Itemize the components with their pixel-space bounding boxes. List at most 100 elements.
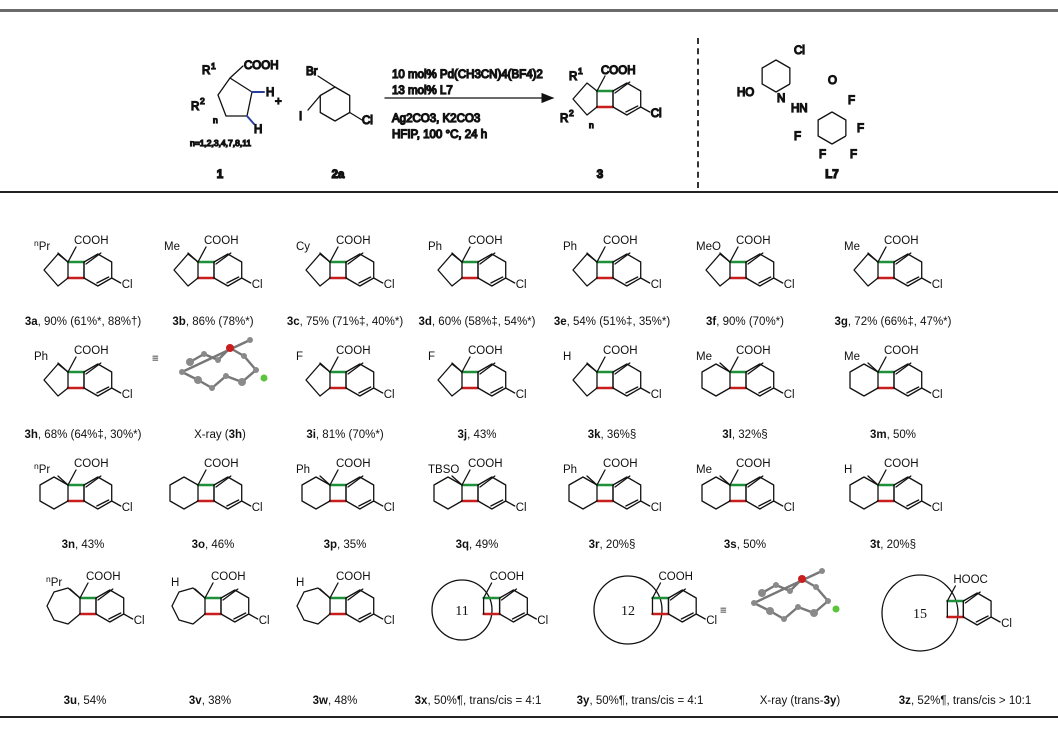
fused-aliphatic-ring — [701, 476, 731, 510]
bond — [867, 252, 879, 263]
compound-yield: , 72% (66%‡, 47%*) — [848, 316, 952, 328]
bond — [461, 246, 471, 263]
compound-yield: , 68% (64%‡, 30%*) — [38, 429, 142, 441]
bond — [451, 475, 463, 486]
bond — [758, 499, 772, 507]
compound-id: 3o — [192, 539, 205, 551]
structure-3v: Cl — [203, 588, 270, 627]
compound-caption-3e: 3e, 54% (51%‡, 35%*) — [554, 316, 671, 328]
xray-atom — [253, 367, 259, 373]
chlorine-label: Cl — [651, 502, 662, 514]
bond — [317, 75, 336, 88]
carboxyl-label: COOH — [204, 235, 239, 247]
compound-1-label: 1 — [217, 169, 224, 181]
ligand-label: L7 — [825, 169, 838, 181]
chlorine-label: Cl — [362, 115, 373, 127]
carboxyl-label: COOH — [468, 345, 503, 357]
substituent-label: Ph — [563, 464, 577, 476]
ring-size-label: 11 — [455, 604, 468, 619]
dashed-divider — [697, 38, 699, 188]
bond — [319, 362, 331, 373]
middle-rule — [0, 191, 1058, 193]
structure-3u: Cl — [78, 588, 145, 627]
fused-aliphatic-ring — [572, 82, 598, 116]
compound-id: 3x — [415, 695, 428, 707]
bond — [505, 277, 516, 284]
fused-aliphatic-ring — [433, 476, 463, 510]
compound-id: 3f — [706, 316, 716, 328]
bond — [373, 387, 384, 394]
structure-3s: Cl — [728, 475, 795, 514]
benzene-ring — [477, 476, 507, 510]
benzene-ring — [213, 476, 243, 510]
compound-id: 3u — [64, 695, 77, 707]
bond — [719, 475, 731, 486]
equivalence-sign: ≡ — [152, 353, 159, 365]
compound-caption-3g: 3g, 72% (66%‡, 47%*) — [835, 316, 952, 328]
carboxyl-label: COOH — [204, 458, 239, 470]
substituent-label: F — [296, 351, 303, 363]
chlorine-label: Cl — [516, 389, 527, 401]
bond — [57, 252, 69, 263]
xray-atom — [186, 358, 194, 366]
xray-chlorine-atom — [260, 374, 268, 382]
compound-caption-3q: 3q, 49% — [456, 539, 499, 551]
compound-yield: , 54% (51%‡, 35%*) — [567, 316, 671, 328]
bond — [946, 585, 957, 602]
bond — [906, 386, 920, 394]
bond — [614, 81, 631, 94]
bond — [758, 276, 772, 284]
xray-atom — [813, 584, 819, 590]
fused-aliphatic-ring — [849, 476, 879, 510]
structure-3l: Cl — [728, 362, 795, 401]
xray-atom — [825, 598, 831, 604]
substituent-label: Cy — [296, 241, 310, 253]
bond — [680, 612, 694, 620]
bond — [921, 387, 932, 394]
bond — [461, 469, 471, 486]
carboxyl-label: COOH — [74, 458, 109, 470]
bond — [921, 277, 932, 284]
compound-2a-label: 2a — [332, 169, 345, 181]
chlorine-label: Cl — [384, 279, 395, 291]
benzene-ring — [893, 476, 923, 510]
bond — [719, 362, 731, 373]
xray-bond — [210, 374, 228, 390]
carboxyl-label: COOH — [603, 458, 638, 470]
condition-solvent: HFIP, 100 °C, 24 h — [392, 129, 487, 141]
benzene-ring — [498, 589, 528, 623]
fluorine-label: F — [848, 95, 855, 107]
bond — [500, 588, 518, 601]
substituent-label: Me — [844, 241, 860, 253]
bond — [97, 588, 114, 601]
structure-3w: Cl — [328, 588, 395, 627]
xray-atom — [819, 568, 825, 574]
bond — [511, 612, 525, 620]
compound-caption-3r: 3r, 20%§ — [589, 539, 636, 551]
chlorine-label: Cl — [252, 502, 263, 514]
compound-id: 3p — [324, 539, 337, 551]
caption-text: X-ray ( — [194, 429, 229, 441]
structure-3q: Cl — [460, 475, 527, 514]
compound-yield: , 81% (70%*) — [316, 429, 384, 441]
carboxyl-label: HOOC — [953, 574, 988, 586]
substituent-label: Ph — [296, 464, 310, 476]
bond — [773, 500, 784, 507]
benzene-ring — [83, 476, 113, 510]
bond — [226, 499, 240, 507]
macrocycle-ring — [431, 579, 493, 641]
n-range: n=1,2,3,4,7,8,11 — [190, 138, 251, 148]
chlorine-label: Cl — [122, 279, 133, 291]
fused-aliphatic-ring — [296, 587, 331, 625]
carboxyl-label: COOH — [468, 458, 503, 470]
structure-3i: Cl — [328, 362, 395, 401]
fluorine-label: F — [850, 149, 857, 161]
compound-id: 3q — [456, 539, 469, 551]
compound-yield: , 32%§ — [732, 429, 768, 441]
carboxyl-label: COOH — [468, 235, 503, 247]
compound-yield: , 50% — [737, 539, 766, 551]
compound-yield: , 20%§ — [600, 539, 636, 551]
bond — [67, 356, 77, 373]
bond — [204, 582, 214, 599]
